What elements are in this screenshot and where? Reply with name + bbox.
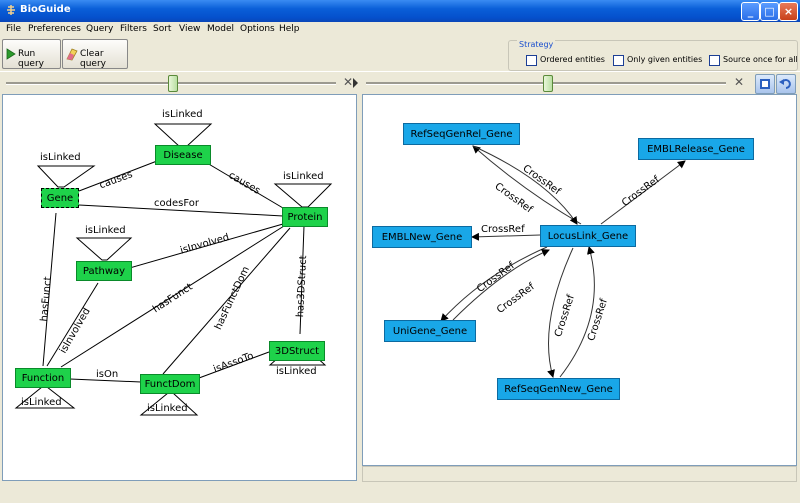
self-link-label: isLinked <box>147 403 188 414</box>
self-link-label: isLinked <box>85 225 126 236</box>
left-graph-pane[interactable]: Disease Gene Protein Pathway Function Fu… <box>2 94 357 481</box>
menu-sort[interactable]: Sort <box>153 24 172 34</box>
self-link-label: isLinked <box>276 366 317 377</box>
close-icon: × <box>783 5 794 18</box>
undo-button[interactable] <box>776 74 796 94</box>
menu-help[interactable]: Help <box>279 24 300 34</box>
edge-label: CrossRef <box>481 224 525 235</box>
menu-view[interactable]: View <box>179 24 201 34</box>
menu-filters[interactable]: Filters <box>120 24 147 34</box>
title-bar: BioGuide _ □ × <box>0 0 800 22</box>
run-query-label: Run query <box>18 49 44 69</box>
right-graph-edges <box>440 145 686 378</box>
edge-label: isOn <box>96 369 119 380</box>
node-functdom[interactable]: FunctDom <box>140 374 200 394</box>
right-zoom-slider[interactable] <box>366 75 726 92</box>
self-link-label: isLinked <box>162 109 203 120</box>
ordered-entities-label: Ordered entities <box>540 55 605 64</box>
right-close-icon[interactable]: ✕ <box>733 75 745 89</box>
checkbox-box[interactable] <box>709 55 720 66</box>
right-graph-pane[interactable]: RefSeqGenRel_Gene EMBLRelease_Gene EMBLN… <box>362 94 797 466</box>
checkbox-box[interactable] <box>613 55 624 66</box>
node-refseqgenrel-gene[interactable]: RefSeqGenRel_Gene <box>403 123 520 145</box>
play-icon <box>6 48 16 60</box>
menu-file[interactable]: File <box>6 24 22 34</box>
eraser-icon <box>66 48 78 61</box>
node-refseqgennew-gene[interactable]: RefSeqGenNew_Gene <box>497 378 620 400</box>
minimize-button[interactable]: _ <box>741 2 760 21</box>
checkbox-box[interactable] <box>526 55 537 66</box>
left-close-icon[interactable]: ✕ <box>342 75 354 89</box>
menu-bar: File Preferences Query Filters Sort View… <box>0 22 800 37</box>
export-button[interactable] <box>755 74 775 94</box>
node-function[interactable]: Function <box>15 368 71 388</box>
slider-thumb[interactable] <box>543 75 553 92</box>
toolbar: Run query Clear query Strategy Ordered e… <box>0 37 800 71</box>
strategy-group: Strategy Ordered entities Only given ent… <box>508 40 798 71</box>
close-button[interactable]: × <box>779 2 798 21</box>
edge-label: codesFor <box>154 198 199 209</box>
menu-query[interactable]: Query <box>86 24 114 34</box>
toolbar-separator <box>0 71 800 72</box>
self-link-label: isLinked <box>21 397 62 408</box>
only-given-entities-label: Only given entities <box>627 55 703 64</box>
clear-query-label: Clear query <box>80 49 106 69</box>
app-icon <box>7 5 15 15</box>
self-link-label: isLinked <box>40 152 81 163</box>
bottom-bar <box>0 484 800 503</box>
menu-preferences[interactable]: Preferences <box>28 24 81 34</box>
left-zoom-slider[interactable] <box>6 75 340 92</box>
splitter-handle-icon[interactable] <box>353 78 359 88</box>
node-locuslink-gene[interactable]: LocusLink_Gene <box>540 225 636 247</box>
node-3dstruct[interactable]: 3DStruct <box>269 341 325 361</box>
run-query-button[interactable]: Run query <box>2 39 61 69</box>
node-emblrelease-gene[interactable]: EMBLRelease_Gene <box>638 138 754 160</box>
strategy-legend: Strategy <box>517 40 556 49</box>
maximize-icon: □ <box>764 5 775 18</box>
self-link-label: isLinked <box>283 171 324 182</box>
undo-icon <box>779 79 791 89</box>
node-unigene-gene[interactable]: UniGene_Gene <box>384 320 476 342</box>
node-gene[interactable]: Gene <box>41 188 79 208</box>
menu-options[interactable]: Options <box>240 24 275 34</box>
clear-query-button[interactable]: Clear query <box>62 39 128 69</box>
minimize-icon: _ <box>747 5 754 18</box>
source-once-label: Source once for all <box>723 55 798 64</box>
node-pathway[interactable]: Pathway <box>76 261 132 281</box>
status-bar <box>362 466 797 482</box>
slider-thumb[interactable] <box>168 75 178 92</box>
window-title: BioGuide <box>20 4 71 15</box>
export-icon <box>760 79 770 89</box>
node-protein[interactable]: Protein <box>282 207 328 227</box>
node-emblnew-gene[interactable]: EMBLNew_Gene <box>372 226 472 248</box>
maximize-button[interactable]: □ <box>760 2 779 21</box>
menu-model[interactable]: Model <box>207 24 235 34</box>
node-disease[interactable]: Disease <box>155 145 211 165</box>
